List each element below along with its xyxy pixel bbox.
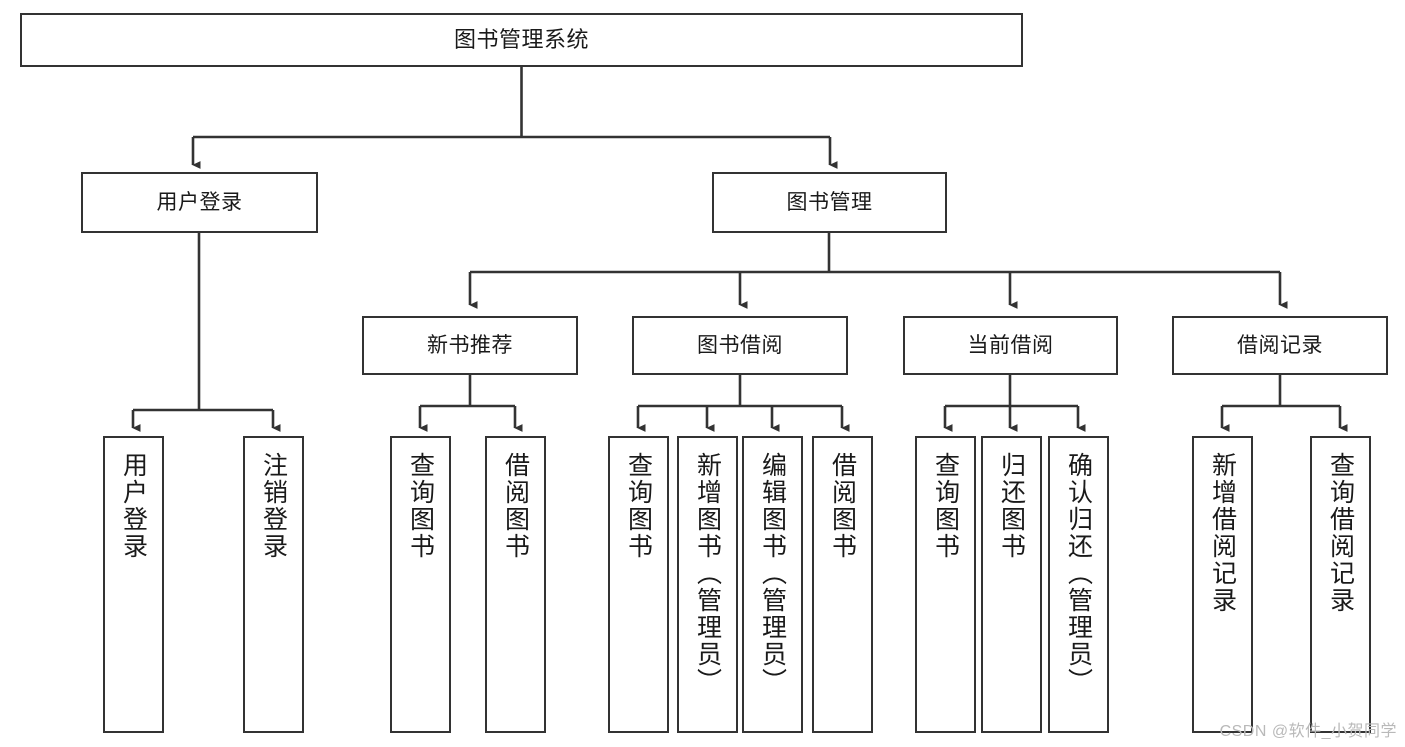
node-book-borrow[interactable]: 图书借阅 — [632, 316, 848, 375]
node-book-management[interactable]: 图书管理 — [712, 172, 947, 233]
node-label: 查询借阅记录 — [1326, 452, 1355, 614]
node-label: 新增图书（管理员） — [693, 452, 722, 695]
leaf-current-return-book[interactable]: 归还图书 — [981, 436, 1042, 733]
leaf-user-login[interactable]: 用户登录 — [103, 436, 164, 733]
leaf-borrow-query-book[interactable]: 查询图书 — [608, 436, 669, 733]
node-label: 图书借阅 — [697, 333, 783, 357]
leaf-recommend-query-book[interactable]: 查询图书 — [390, 436, 451, 733]
node-label: 查询图书 — [931, 452, 960, 560]
leaf-borrow-borrow-book[interactable]: 借阅图书 — [812, 436, 873, 733]
leaf-user-logout[interactable]: 注销登录 — [243, 436, 304, 733]
leaf-current-query-book[interactable]: 查询图书 — [915, 436, 976, 733]
node-label: 当前借阅 — [967, 333, 1054, 357]
node-label: 编辑图书（管理员） — [758, 452, 787, 695]
node-root-system[interactable]: 图书管理系统 — [20, 13, 1023, 67]
node-label: 借阅图书 — [501, 452, 530, 560]
watermark-text: CSDN @软件_小贺同学 — [1219, 723, 1397, 740]
node-label: 新书推荐 — [427, 333, 513, 357]
node-label: 用户登录 — [156, 190, 243, 214]
node-label: 借阅记录 — [1237, 333, 1323, 357]
node-borrow-record[interactable]: 借阅记录 — [1172, 316, 1388, 375]
leaf-current-confirm-return-admin[interactable]: 确认归还（管理员） — [1048, 436, 1109, 733]
node-label: 查询图书 — [406, 452, 435, 560]
node-label: 归还图书 — [997, 452, 1026, 560]
node-label: 查询图书 — [624, 452, 653, 560]
node-current-borrow[interactable]: 当前借阅 — [903, 316, 1118, 375]
node-label: 借阅图书 — [828, 452, 857, 560]
node-label: 图书管理系统 — [453, 26, 589, 52]
node-label: 确认归还（管理员） — [1064, 452, 1093, 695]
leaf-recommend-borrow-book[interactable]: 借阅图书 — [485, 436, 546, 733]
node-label: 注销登录 — [259, 452, 288, 560]
leaf-record-add-borrow-record[interactable]: 新增借阅记录 — [1192, 436, 1253, 733]
leaf-borrow-edit-book-admin[interactable]: 编辑图书（管理员） — [742, 436, 803, 733]
leaf-borrow-add-book-admin[interactable]: 新增图书（管理员） — [677, 436, 738, 733]
node-new-book-recommend[interactable]: 新书推荐 — [362, 316, 578, 375]
node-label: 新增借阅记录 — [1208, 452, 1237, 614]
node-user-login[interactable]: 用户登录 — [81, 172, 318, 233]
leaf-record-query-borrow-record[interactable]: 查询借阅记录 — [1310, 436, 1371, 733]
node-label: 用户登录 — [119, 452, 148, 560]
node-label: 图书管理 — [786, 190, 873, 214]
